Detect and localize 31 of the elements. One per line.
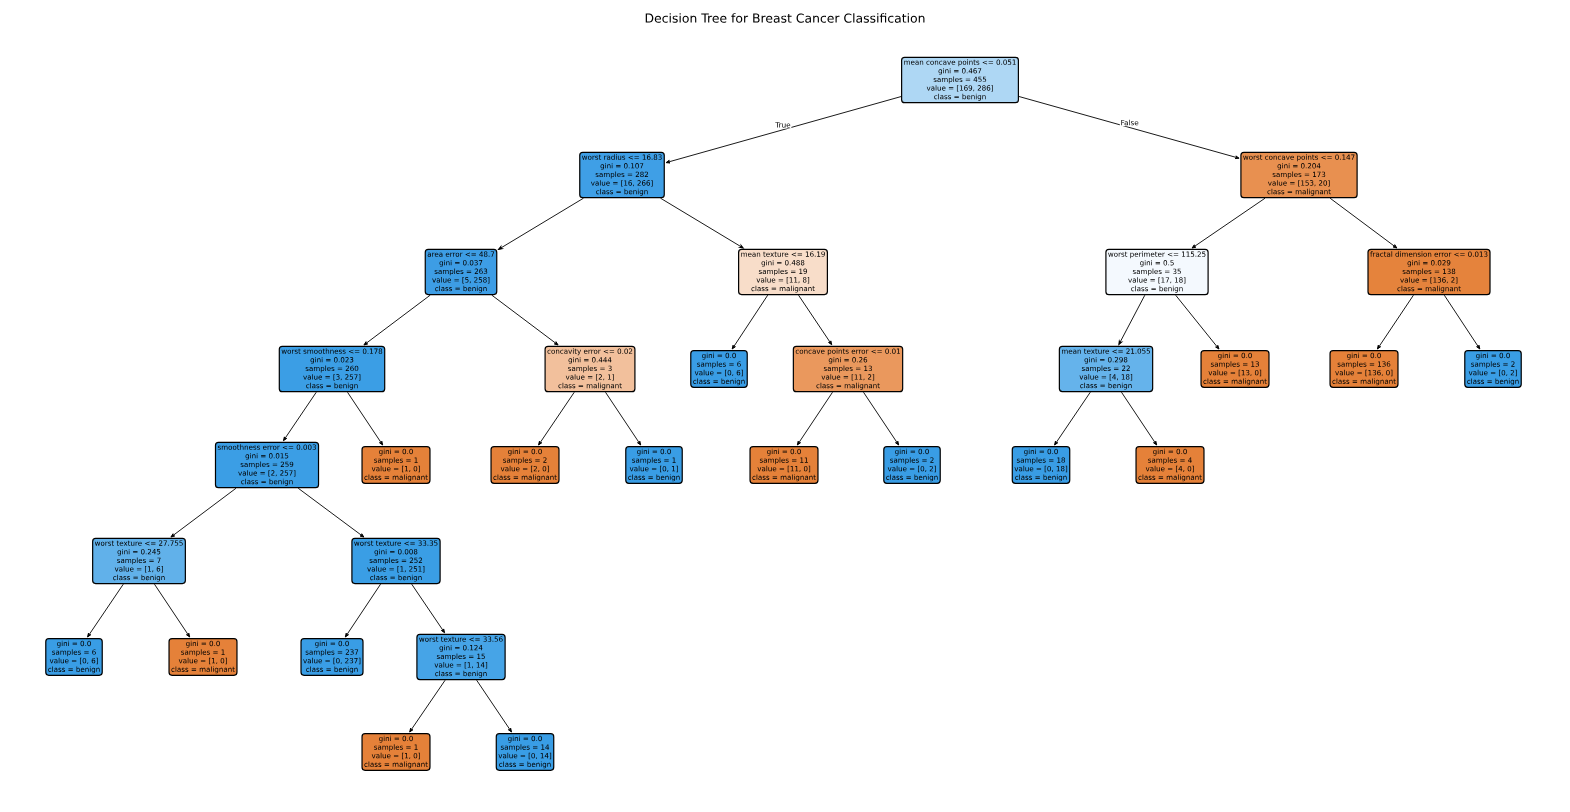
arrow — [498, 197, 584, 250]
arrow — [660, 197, 744, 249]
arrow — [411, 583, 446, 634]
arrow — [1054, 391, 1091, 446]
arrow — [170, 487, 237, 538]
arrow — [87, 583, 124, 638]
arrow — [1118, 294, 1146, 346]
arrow — [863, 391, 900, 446]
arrow — [796, 391, 833, 446]
arrow — [1121, 391, 1158, 446]
arrow — [1018, 96, 1240, 160]
arrow — [476, 679, 512, 733]
arrow — [1175, 294, 1220, 350]
arrow — [297, 487, 365, 538]
arrow — [1376, 294, 1414, 350]
arrow — [798, 294, 833, 346]
arrow — [409, 679, 446, 733]
arrow — [347, 391, 384, 446]
arrow — [1191, 197, 1266, 249]
arrow — [605, 391, 642, 446]
arrow — [1329, 197, 1398, 249]
arrow — [1443, 294, 1481, 350]
arrow — [665, 96, 902, 164]
arrow — [283, 391, 317, 442]
arrow — [538, 391, 575, 446]
arrow — [344, 583, 381, 638]
arrow — [491, 294, 559, 346]
arrow — [363, 294, 431, 346]
chart-title: Decision Tree for Breast Cancer Classification — [645, 13, 925, 23]
arrow — [154, 583, 191, 638]
arrow — [731, 294, 769, 350]
